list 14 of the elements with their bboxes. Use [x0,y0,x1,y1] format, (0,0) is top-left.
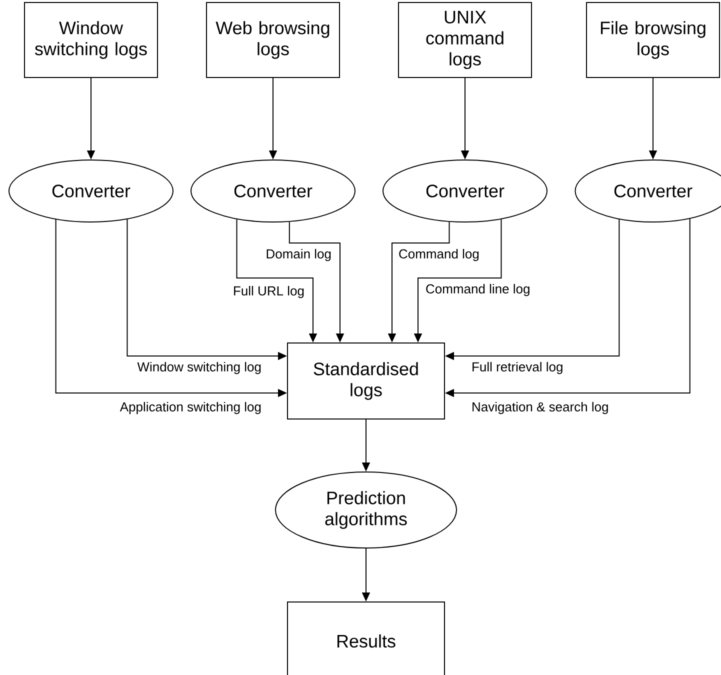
edge-label: Application switching log [120,402,261,414]
source-box: Window switching logs [24,2,158,78]
edge-label: Command log [399,248,479,262]
edge-label: Window switching log [137,362,261,374]
source-box: Web browsing logs [206,2,340,78]
edge-label: Full retrieval log [472,362,562,374]
edge-label: Navigation & search log [472,402,608,414]
edge-label: Domain log [266,248,331,262]
source-box: File browsing logs [586,2,720,78]
result-box: Results [287,602,445,675]
edge-label: Command line log [426,284,530,296]
process-box: Standardised logs [287,342,445,420]
source-box: UNIX command logs [398,2,532,78]
edge-label: Full URL log [234,286,304,298]
